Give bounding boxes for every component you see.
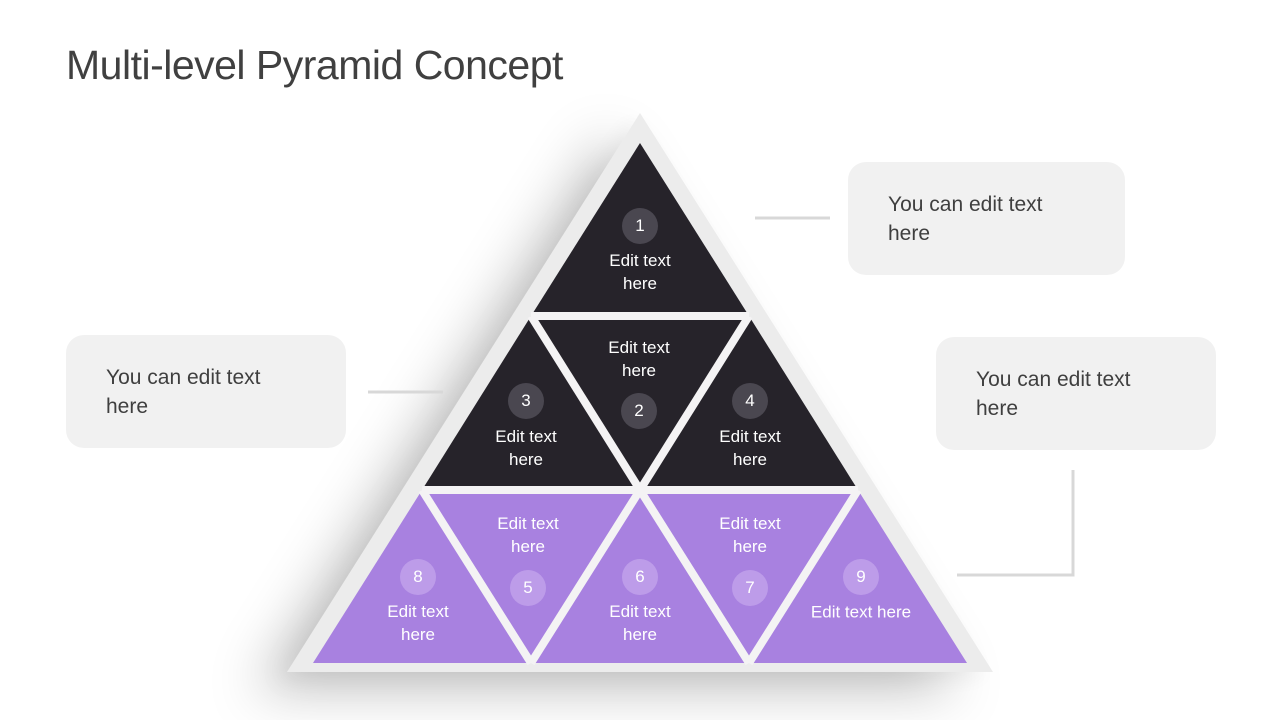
segment-label-line: Edit text [609, 251, 671, 270]
segment-divider [636, 313, 753, 493]
segment-6-number-badge[interactable]: 6 [622, 559, 658, 595]
segment-8-number-badge[interactable]: 8 [400, 559, 436, 595]
segment-label-line: here [508, 450, 544, 469]
segment-label-line: Edit text [719, 427, 781, 446]
segment-3-number-badge[interactable]: 3 [508, 383, 544, 419]
segment-label-line: here [732, 537, 768, 556]
segment-label-line: Edit text here [810, 602, 912, 622]
segment-label-line: here [622, 274, 658, 293]
segment-label-line: Edit text [719, 514, 781, 533]
segment-1-label[interactable]: Edit text here [565, 249, 715, 295]
segment-divider [636, 487, 753, 666]
segment-divider [418, 487, 535, 666]
callout-middle-left[interactable]: You can edit text here [66, 335, 346, 448]
callout-text: You can edit text here [976, 367, 1131, 420]
segment-label-line: Edit text [387, 602, 449, 621]
segment-label-line: here [622, 625, 658, 644]
segment-label-line: Edit text [497, 514, 559, 533]
segment-5-number-badge[interactable]: 5 [510, 570, 546, 606]
segment-4-number-badge[interactable]: 4 [732, 383, 768, 419]
segment-8-label[interactable]: Edit text here [343, 600, 493, 646]
segment-label-line: here [400, 625, 436, 644]
segment-2-label[interactable]: Edit text here [564, 336, 714, 382]
slide-title[interactable]: Multi-level Pyramid Concept [66, 42, 563, 88]
segment-label-line: here [732, 450, 768, 469]
callout-text: You can edit text here [106, 365, 261, 418]
segment-3-label[interactable]: Edit text here [451, 425, 601, 471]
segment-9-label[interactable]: Edit text here [786, 601, 936, 624]
segment-divider [527, 313, 644, 493]
segment-7-number-badge[interactable]: 7 [732, 570, 768, 606]
segment-2-number-badge[interactable]: 2 [621, 393, 657, 429]
segment-4-label[interactable]: Edit text here [675, 425, 825, 471]
segment-label-line: Edit text [609, 602, 671, 621]
segment-6-label[interactable]: Edit text here [565, 600, 715, 646]
segment-label-line: here [621, 361, 657, 380]
segment-7-label[interactable]: Edit text here [675, 512, 825, 558]
segment-divider [745, 487, 862, 666]
segment-9-number-badge[interactable]: 9 [843, 559, 879, 595]
callout-text: You can edit text here [888, 192, 1043, 245]
segment-divider [527, 487, 644, 666]
callout-top-right[interactable]: You can edit text here [848, 162, 1125, 275]
segment-1-number-badge[interactable]: 1 [622, 208, 658, 244]
segment-label-line: Edit text [608, 338, 670, 357]
connector-middle-right [957, 470, 1075, 577]
segment-label-line: here [510, 537, 546, 556]
segment-5-label[interactable]: Edit text here [453, 512, 603, 558]
callout-middle-right[interactable]: You can edit text here [936, 337, 1216, 450]
segment-label-line: Edit text [495, 427, 557, 446]
